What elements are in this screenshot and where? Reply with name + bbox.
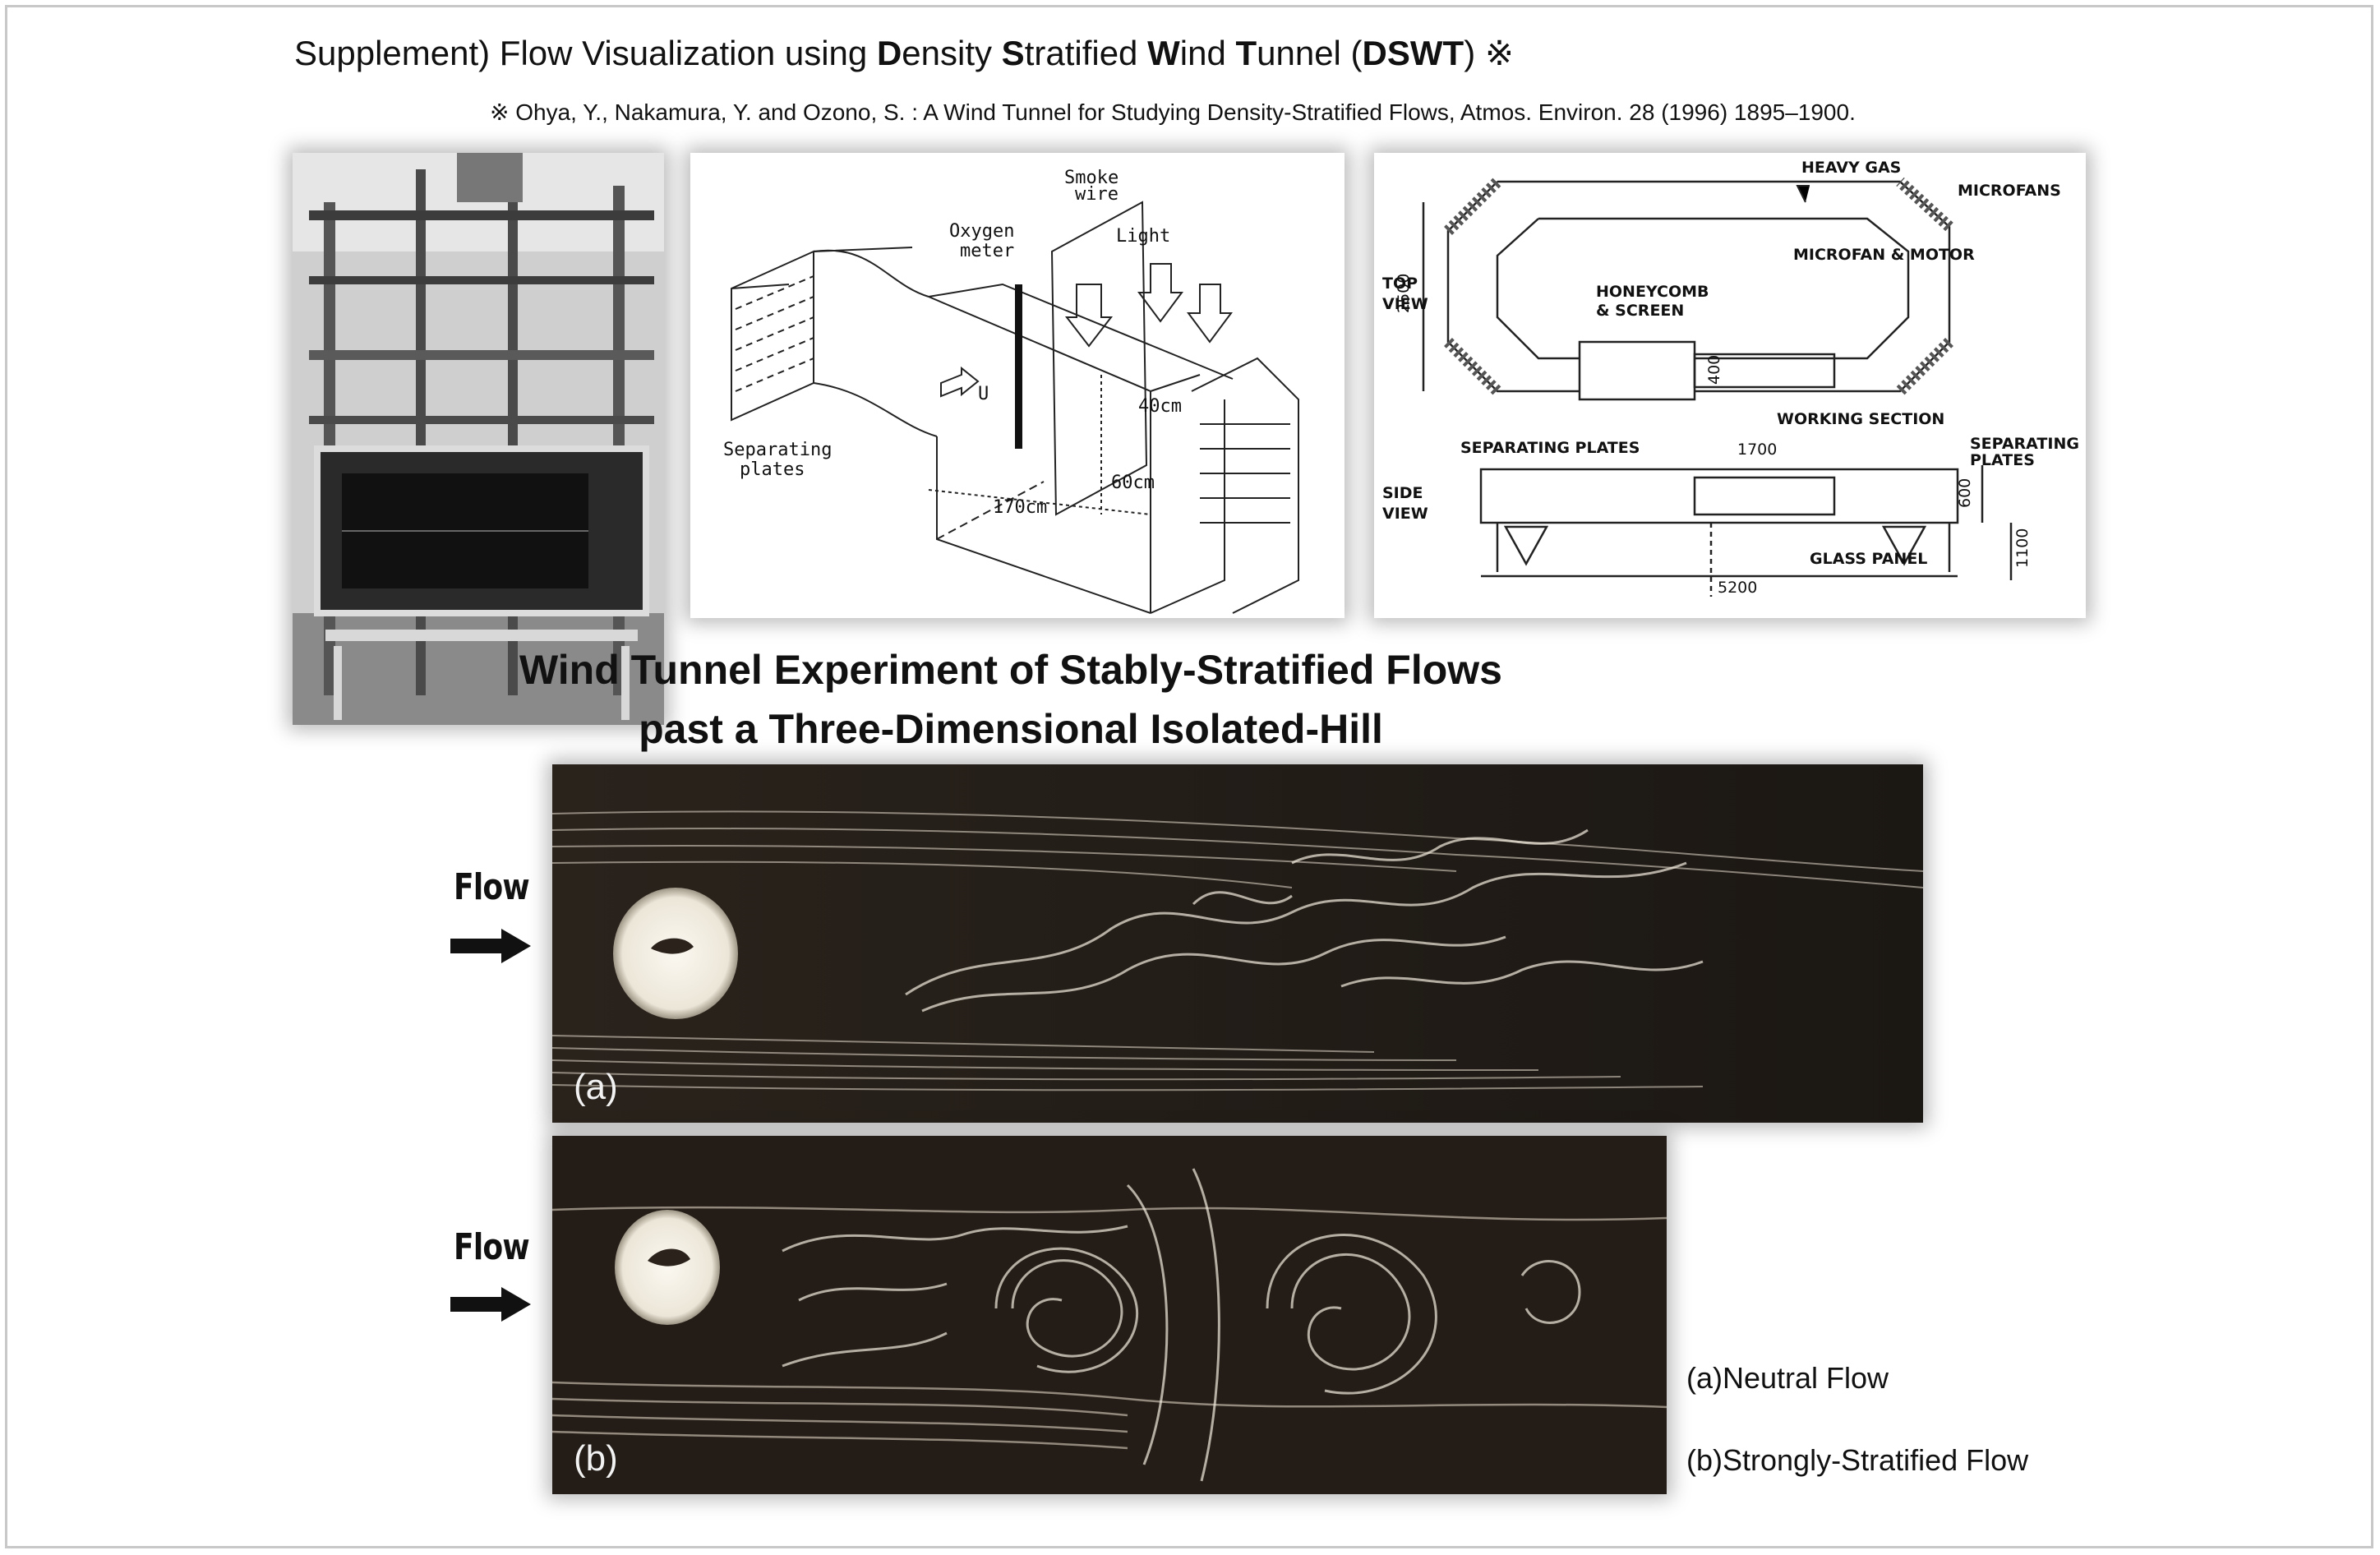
- stratified-flow-streaklines: [552, 1136, 1667, 1494]
- label-top-view-1: TOP: [1382, 275, 1418, 293]
- title-part-10: ) ※: [1464, 34, 1515, 72]
- label-smoke-wire-2: wire: [1075, 184, 1119, 205]
- flow-arrow-b-icon: [450, 1287, 531, 1322]
- flow-arrow-a-icon: [450, 929, 531, 963]
- flow-label-b: Flow: [454, 1226, 530, 1268]
- label-side-view-1: SIDE: [1382, 484, 1423, 502]
- label-microfan-motor: MICROFAN & MOTOR: [1793, 246, 1975, 264]
- title-part-6: ind: [1179, 34, 1236, 72]
- label-60cm: 60cm: [1111, 473, 1155, 493]
- label-honeycomb-2: & SCREEN: [1596, 302, 1684, 320]
- panel-tag-a: (a): [574, 1067, 618, 1107]
- panel-tag-b: (b): [574, 1438, 618, 1479]
- label-dim-2500: 2500: [1395, 274, 1413, 313]
- label-u: U: [978, 384, 989, 404]
- title-part-1: D: [876, 34, 902, 72]
- plan-side-view-drawing: HEAVY GAS MICROFANS MICROFAN & MOTOR TOP…: [1382, 159, 2079, 597]
- plan-side-view-diagram: HEAVY GAS MICROFANS MICROFAN & MOTOR TOP…: [1374, 153, 2086, 618]
- title-part-3: S: [1001, 34, 1025, 72]
- label-separating-2: plates: [740, 459, 805, 480]
- label-smoke-wire-1: Smoke: [1064, 168, 1119, 188]
- slide-frame: [5, 5, 2373, 1548]
- label-dim-5200: 5200: [1718, 579, 1757, 597]
- label-oxygen-2: meter: [960, 241, 1014, 261]
- neutral-flow-streaklines: [552, 764, 1923, 1123]
- label-glass-panel: GLASS PANEL: [1810, 550, 1927, 568]
- label-light: Light: [1116, 226, 1170, 247]
- isometric-tunnel-diagram: Smoke wire Light Oxygen meter U 40cm 60c…: [690, 153, 1345, 618]
- flow-visualization-stratified: (b): [552, 1136, 1667, 1494]
- wind-tunnel-photo-drawing: [293, 153, 664, 725]
- title-part-7: T: [1235, 34, 1257, 72]
- label-oxygen-1: Oxygen: [949, 221, 1014, 242]
- slide-title: Supplement) Flow Visualization using Den…: [294, 33, 1514, 73]
- title-part-8: unnel (: [1257, 34, 1363, 72]
- experiment-heading-line-2: past a Three-Dimensional Isolated-Hill: [639, 706, 1383, 752]
- label-microfans: MICROFANS: [1958, 182, 2061, 200]
- wind-tunnel-photo: [293, 153, 664, 725]
- label-working-section: WORKING SECTION: [1777, 410, 1944, 428]
- title-part-5: W: [1147, 34, 1180, 72]
- label-top-view-2: VIEW: [1382, 295, 1428, 313]
- label-dim-400: 400: [1705, 355, 1723, 385]
- label-side-view-2: VIEW: [1382, 505, 1428, 523]
- citation-reference: ※ Ohya, Y., Nakamura, Y. and Ozono, S. :…: [490, 99, 1856, 125]
- isometric-tunnel-drawing: Smoke wire Light Oxygen meter U 40cm 60c…: [723, 168, 1299, 614]
- label-dim-600: 600: [1956, 478, 1974, 508]
- label-separating-plates-left: SEPARATING PLATES: [1460, 439, 1640, 457]
- label-separating-plates-right-1: SEPARATING: [1970, 435, 2079, 453]
- label-heavy-gas: HEAVY GAS: [1801, 159, 1901, 177]
- title-part-4: tratified: [1024, 34, 1148, 72]
- legend-neutral-flow: (a)Neutral Flow: [1686, 1361, 1889, 1395]
- label-honeycomb-1: HONEYCOMB: [1596, 283, 1709, 301]
- label-40cm: 40cm: [1138, 396, 1182, 417]
- label-dim-1100: 1100: [2013, 528, 2032, 568]
- title-part-9: DSWT: [1362, 34, 1464, 72]
- experiment-heading-line-1: Wind Tunnel Experiment of Stably-Stratif…: [519, 647, 1502, 693]
- legend-stratified-flow: (b)Strongly-Stratified Flow: [1686, 1443, 2029, 1477]
- flow-visualization-neutral: (a): [552, 764, 1923, 1123]
- label-170cm: 170cm: [993, 497, 1047, 518]
- label-dim-1700: 1700: [1737, 441, 1777, 459]
- title-part-0: Supplement) Flow Visualization using: [294, 34, 877, 72]
- label-separating-plates-right-2: PLATES: [1970, 451, 2035, 469]
- flow-label-a: Flow: [454, 866, 530, 908]
- label-separating-1: Separating: [723, 440, 832, 460]
- title-part-2: ensity: [902, 34, 1002, 72]
